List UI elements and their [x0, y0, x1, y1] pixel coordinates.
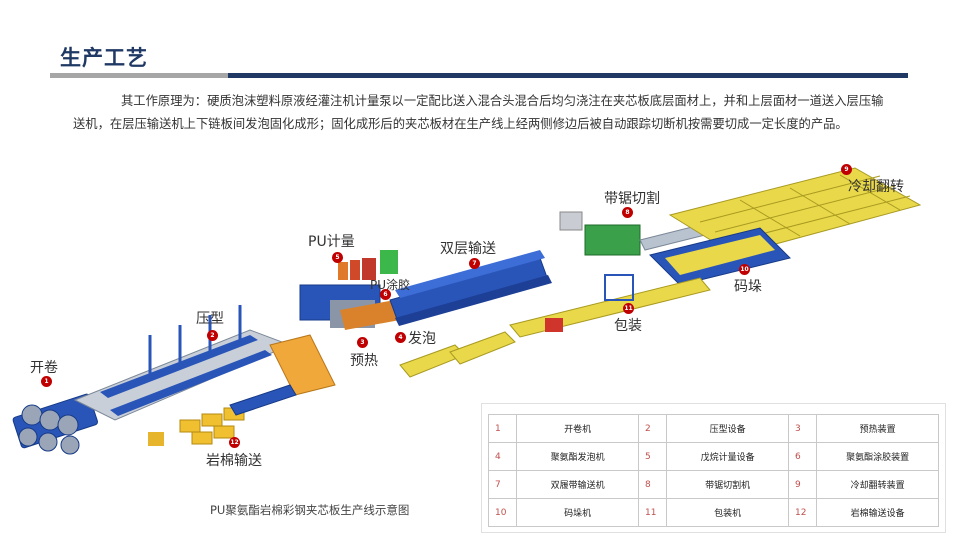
double-belt-conveyor: [389, 250, 552, 326]
legend-num: 8: [637, 470, 668, 499]
page-title: 生产工艺: [60, 46, 148, 70]
station-badge-5: 5: [332, 252, 343, 263]
station-badge-8: 8: [622, 207, 633, 218]
legend-num: 12: [787, 498, 818, 527]
diagram-caption: PU聚氨酯岩棉彩钢夹芯板生产线示意图: [210, 503, 410, 517]
station-badge-9: 9: [841, 164, 852, 175]
pu-metering-tanks: [338, 250, 398, 280]
station-badge-4: 4: [395, 332, 406, 343]
legend-row: 10 码垛机 11 包装机 12 岩棉输送设备: [487, 498, 939, 527]
preheat-conveyor: [269, 334, 336, 396]
station-label-double-belt: 双层输送: [440, 241, 496, 257]
station-label-preheat: 预热: [350, 353, 378, 369]
foaming-station: [299, 284, 400, 330]
legend-table: 1 开卷机 2 压型设备 3 预热装置 4 聚氨酯发泡机 5 戊烷计量设备 6 …: [487, 414, 939, 527]
legend-num: 9: [787, 470, 818, 499]
legend-name: 开卷机: [516, 414, 639, 443]
rock-wool-conveyor: [229, 384, 297, 416]
station-label-band-saw: 带锯切割: [604, 191, 660, 207]
legend-num: 1: [487, 414, 518, 443]
station-label-cooling: 冷却翻转: [848, 179, 904, 195]
legend-name: 压型设备: [666, 414, 789, 443]
legend-name: 戊烷计量设备: [666, 442, 789, 471]
legend-name: 冷却翻转装置: [816, 470, 939, 499]
legend-row: 7 双履带输送机 8 带锯切割机 9 冷却翻转装置: [487, 470, 939, 499]
station-badge-3: 3: [357, 337, 368, 348]
station-badge-7: 7: [469, 258, 480, 269]
uncoiler-machine: [12, 393, 99, 455]
station-label-roll-forming: 压型: [196, 311, 224, 327]
legend-name: 聚氨酯涂胶装置: [816, 442, 939, 471]
station-label-stacker: 码垛: [734, 279, 762, 295]
legend-name: 岩棉输送设备: [816, 498, 939, 527]
station-label-pu-coating: PU涂胶: [370, 278, 411, 292]
legend-num: 2: [637, 414, 668, 443]
station-badge-10: 10: [739, 264, 750, 275]
legend-num: 10: [487, 498, 518, 527]
station-badge-11: 11: [623, 303, 634, 314]
legend-row: 4 聚氨酯发泡机 5 戊烷计量设备 6 聚氨酯涂胶装置: [487, 442, 939, 471]
legend-num: 11: [637, 498, 668, 527]
legend-name: 聚氨酯发泡机: [516, 442, 639, 471]
legend-name: 预热装置: [816, 414, 939, 443]
legend-name: 双履带输送机: [516, 470, 639, 499]
station-label-foaming: 发泡: [408, 331, 436, 347]
band-saw-cutter: [559, 211, 641, 256]
station-label-uncoiler: 开卷: [30, 360, 58, 376]
stacker-machine: [649, 227, 791, 286]
legend-num: 7: [487, 470, 518, 499]
station-badge-2: 2: [207, 330, 218, 341]
intro-paragraph: 其工作原理为：硬质泡沫塑料原液经灌注机计量泵以一定配比送入混合头混合后均匀浇注在…: [73, 94, 884, 131]
equipment-legend: 1 开卷机 2 压型设备 3 预热装置 4 聚氨酯发泡机 5 戊烷计量设备 6 …: [481, 403, 946, 533]
panel-bundles: [399, 331, 516, 378]
legend-num: 3: [787, 414, 818, 443]
legend-name: 码垛机: [516, 498, 639, 527]
legend-name: 包装机: [666, 498, 789, 527]
station-label-packing: 包装: [614, 318, 642, 334]
legend-num: 5: [637, 442, 668, 471]
legend-num: 6: [787, 442, 818, 471]
legend-name: 带锯切割机: [666, 470, 789, 499]
title-underline-grey: [50, 73, 228, 78]
station-badge-1: 1: [41, 376, 52, 387]
legend-num: 4: [487, 442, 518, 471]
legend-row: 1 开卷机 2 压型设备 3 预热装置: [487, 414, 939, 443]
station-label-rock-wool: 岩棉输送: [206, 453, 262, 469]
station-badge-6: 6: [380, 289, 391, 300]
title-underline-blue: [228, 73, 908, 78]
forklift: [148, 318, 563, 446]
station-label-pu-metering: PU计量: [308, 234, 355, 250]
station-badge-12: 12: [229, 437, 240, 448]
